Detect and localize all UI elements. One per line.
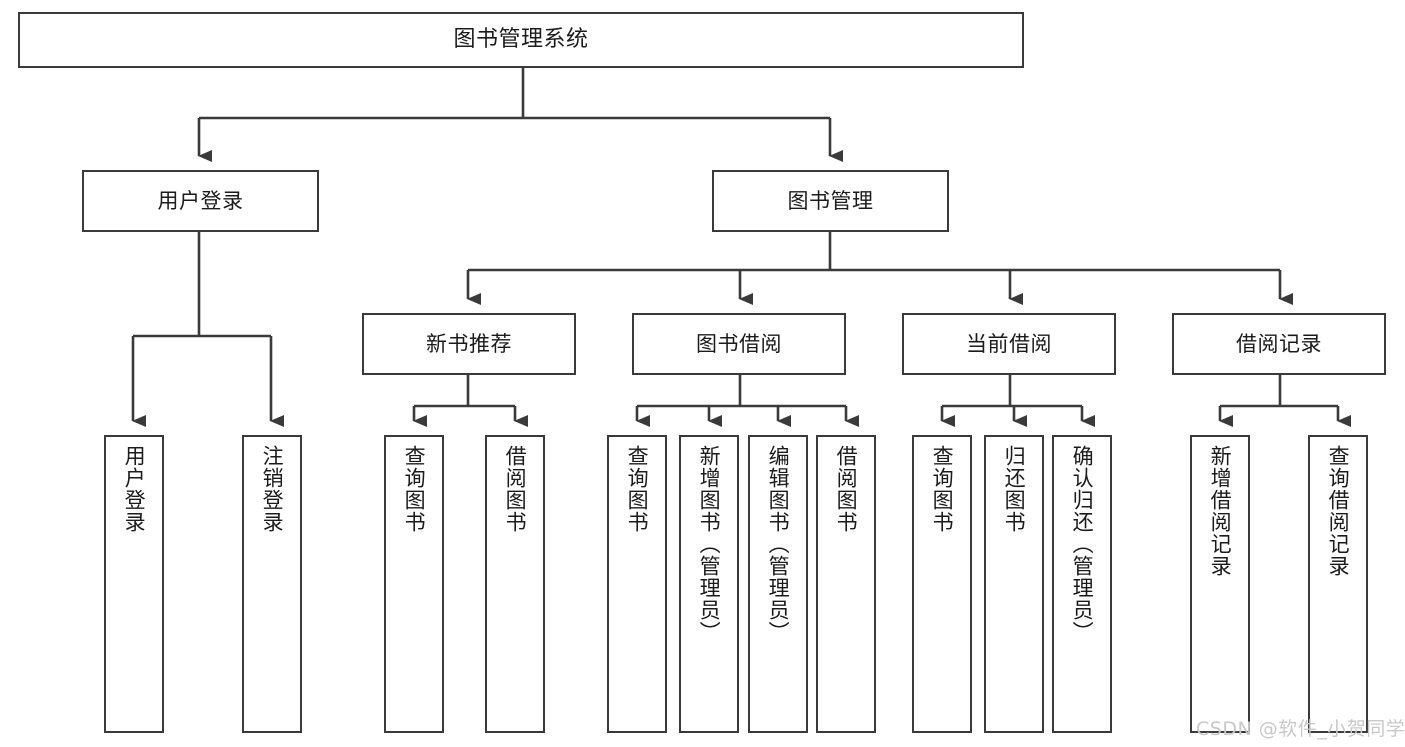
node-leaf-query-borrow-record[interactable]: 查询借阅记录 — [1308, 435, 1368, 733]
node-leaf-logout-label: 注销登录 — [260, 445, 285, 533]
node-book-management-label: 图书管理 — [787, 188, 874, 213]
node-leaf-confirm-return-label: 确认归还（管理员） — [1070, 445, 1095, 643]
node-leaf-borrow-book-recommend[interactable]: 借阅图书 — [485, 435, 545, 733]
node-leaf-confirm-return[interactable]: 确认归还（管理员） — [1052, 435, 1112, 733]
node-borrow-record[interactable]: 借阅记录 — [1172, 313, 1386, 375]
node-book-borrow[interactable]: 图书借阅 — [632, 313, 846, 375]
node-leaf-edit-book-label: 编辑图书（管理员） — [766, 445, 791, 643]
node-leaf-edit-book[interactable]: 编辑图书（管理员） — [748, 435, 808, 733]
node-leaf-logout[interactable]: 注销登录 — [242, 435, 302, 733]
node-user-login[interactable]: 用户登录 — [82, 170, 319, 232]
node-leaf-user-login-label: 用户登录 — [122, 445, 147, 533]
node-borrow-record-label: 借阅记录 — [1236, 331, 1322, 356]
node-new-book-recommend-label: 新书推荐 — [426, 331, 512, 356]
node-current-borrow[interactable]: 当前借阅 — [902, 313, 1116, 375]
watermark: CSDN @软件_小贺同学 — [1196, 718, 1405, 740]
node-book-borrow-label: 图书借阅 — [696, 331, 782, 356]
node-leaf-add-borrow-record[interactable]: 新增借阅记录 — [1190, 435, 1250, 733]
node-leaf-return-book[interactable]: 归还图书 — [984, 435, 1044, 733]
node-leaf-borrow-book-recommend-label: 借阅图书 — [503, 445, 528, 533]
node-leaf-add-book[interactable]: 新增图书（管理员） — [679, 435, 739, 733]
node-leaf-borrow-book-label: 借阅图书 — [834, 445, 859, 533]
node-user-login-label: 用户登录 — [157, 188, 244, 213]
node-root[interactable]: 图书管理系统 — [18, 12, 1024, 68]
node-leaf-add-book-label: 新增图书（管理员） — [697, 445, 722, 643]
node-leaf-query-borrow-record-label: 查询借阅记录 — [1326, 445, 1351, 577]
node-leaf-query-book-borrow-label: 查询图书 — [625, 445, 650, 533]
node-leaf-return-book-label: 归还图书 — [1002, 445, 1027, 533]
node-root-label: 图书管理系统 — [453, 26, 589, 52]
node-leaf-query-book-current[interactable]: 查询图书 — [912, 435, 972, 733]
node-leaf-user-login[interactable]: 用户登录 — [104, 435, 164, 733]
node-leaf-borrow-book[interactable]: 借阅图书 — [816, 435, 876, 733]
node-new-book-recommend[interactable]: 新书推荐 — [362, 313, 576, 375]
node-leaf-query-book-borrow[interactable]: 查询图书 — [607, 435, 667, 733]
node-leaf-query-book-current-label: 查询图书 — [930, 445, 955, 533]
node-current-borrow-label: 当前借阅 — [966, 331, 1052, 356]
node-book-management[interactable]: 图书管理 — [712, 170, 949, 232]
node-leaf-query-book-recommend-label: 查询图书 — [402, 445, 427, 533]
node-leaf-query-book-recommend[interactable]: 查询图书 — [384, 435, 444, 733]
node-leaf-add-borrow-record-label: 新增借阅记录 — [1208, 445, 1233, 577]
